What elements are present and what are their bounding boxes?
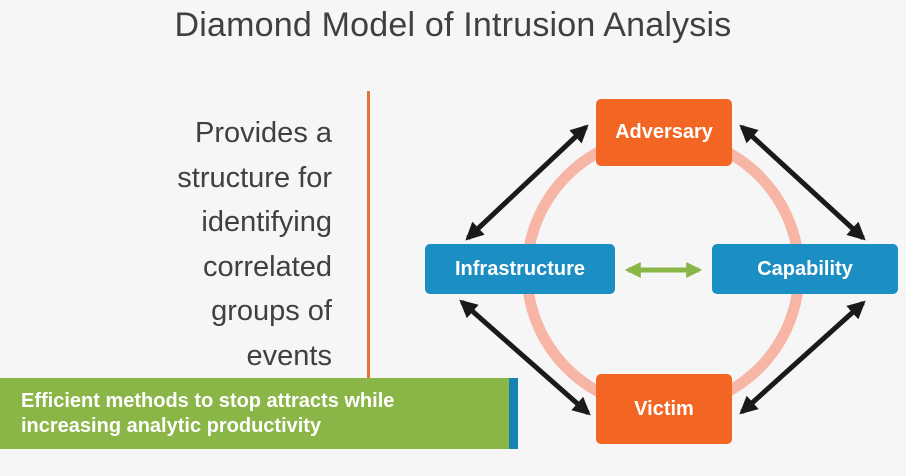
node-infrastructure: Infrastructure (425, 244, 615, 294)
node-victim: Victim (596, 374, 732, 444)
body-line: events (246, 339, 332, 372)
body-text: Provides a structure for identifying cor… (32, 111, 332, 378)
arrow-infrastructure-victim (459, 299, 591, 416)
body-line: correlated (203, 250, 332, 283)
body-line: identifying (201, 206, 332, 238)
slide-title: Diamond Model of Intrusion Analysis (174, 6, 732, 44)
arrow-capability-victim (739, 300, 866, 415)
node-adversary: Adversary (596, 99, 732, 166)
vertical-divider (367, 91, 370, 381)
arrow-adversary-capability (739, 124, 866, 241)
node-capability: Capability (712, 244, 898, 294)
callout-text: Efficient methods to stop attracts while… (21, 389, 394, 439)
body-line: Provides a (194, 117, 332, 149)
body-line: structure for (177, 161, 332, 194)
arrow-adversary-infrastructure (465, 124, 589, 241)
callout-line: Efficient methods to stop attracts while (21, 390, 395, 412)
callout-line: increasing analytic productivity (21, 415, 322, 437)
body-line: groups of (211, 295, 332, 327)
